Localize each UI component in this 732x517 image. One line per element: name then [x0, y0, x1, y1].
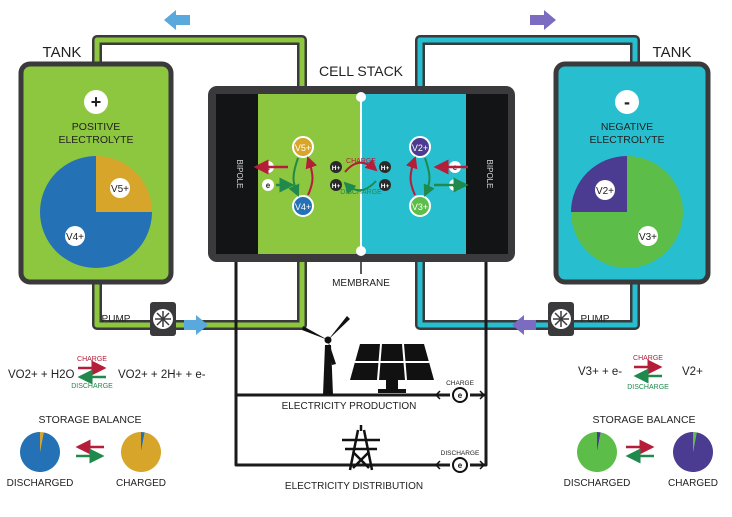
- reaction-right-rhs: V2+: [682, 366, 703, 378]
- positive-sign: +: [91, 92, 102, 112]
- cell-charge-label: CHARGE: [346, 158, 376, 165]
- pie-slice-v2: [673, 432, 714, 473]
- h-ion-right-bottom: H+: [381, 183, 390, 190]
- reaction-left: VO2+ + H2O CHARGE DISCHARGE VO2+ + 2H+ +…: [8, 356, 206, 390]
- negative-sign: -: [624, 92, 630, 112]
- h-ion-top: H+: [332, 165, 341, 172]
- positive-pie: [40, 156, 152, 268]
- positive-line1: POSITIVE: [72, 121, 120, 133]
- positive-tank: + POSITIVE ELECTROLYTE V5+ V4+: [18, 61, 174, 285]
- electric-wires: [234, 262, 488, 467]
- wind-turbine-icon: [302, 316, 350, 395]
- pump-left-label: PUMP: [102, 314, 131, 325]
- cell-discharge-label: DISCHARGE: [340, 189, 382, 196]
- v2-ion: [409, 136, 431, 158]
- pump-right-arrow-icon: [512, 315, 536, 335]
- pie-v3-label: V3+: [639, 232, 657, 243]
- v5-ion-label: V5+: [295, 143, 311, 153]
- storage-balance-right-title: STORAGE BALANCE: [592, 414, 695, 426]
- minus-icon: [615, 90, 639, 114]
- reaction-left-rhs: VO2+ + 2H+ + e-: [118, 369, 206, 381]
- bipole-left-label: BIPOLE: [235, 160, 244, 189]
- switch-charge-e: e: [458, 391, 463, 400]
- v5-ion: [292, 136, 314, 158]
- storage-balance-left-title: STORAGE BALANCE: [38, 414, 141, 426]
- balance-left-discharged-pie: [20, 432, 61, 472]
- pie-v4-label: V4+: [66, 232, 84, 243]
- balance-left-discharged-label: DISCHARGED: [7, 478, 74, 489]
- switch-charge-label: CHARGE: [446, 380, 474, 387]
- pump-left: PUMP: [102, 302, 176, 336]
- reaction-left-discharge: DISCHARGE: [71, 383, 113, 390]
- storage-balance-right: STORAGE BALANCE DISCHARGED CHARGED: [564, 414, 718, 489]
- balance-right-discharged-pie: [577, 432, 618, 472]
- reaction-right-charge: CHARGE: [633, 355, 663, 362]
- plus-icon: [84, 90, 108, 114]
- membrane-label: MEMBRANE: [332, 278, 390, 289]
- pump-right: PUMP: [548, 302, 610, 336]
- negative-tank: - NEGATIVE ELECTROLYTE V2+ V3+: [553, 61, 711, 285]
- negative-pie: [571, 156, 683, 268]
- flow-arrow-left-icon: [164, 10, 190, 30]
- solar-panel-icon: [350, 343, 434, 393]
- tank-right-label: TANK: [653, 44, 692, 61]
- storage-balance-left: STORAGE BALANCE DISCHARGED CHARGED: [7, 414, 166, 489]
- pie-slice-v5: [40, 432, 44, 452]
- bipole-right-label: BIPOLE: [485, 160, 494, 189]
- flow-arrow-right-icon: [530, 10, 556, 30]
- balance-right-discharged-label: DISCHARGED: [564, 478, 631, 489]
- pie-slice-v3: [693, 432, 697, 452]
- reaction-left-lhs: VO2+ + H2O: [8, 369, 75, 381]
- pie-v2-label: V2+: [596, 186, 614, 197]
- negative-line2: ELECTROLYTE: [589, 134, 664, 146]
- reaction-right-lhs: V3+ + e-: [578, 366, 622, 378]
- electricity-distribution-label: ELECTRICITY DISTRIBUTION: [285, 481, 423, 492]
- h-ion-bottom: H+: [332, 183, 341, 190]
- charge-switch: CHARGE e: [434, 380, 486, 403]
- electron-left-bottom: e: [266, 181, 271, 190]
- v4-ion: [292, 195, 314, 217]
- reaction-right-discharge: DISCHARGE: [627, 384, 669, 391]
- pie-slice-v3: [577, 432, 618, 472]
- balance-left-charged-label: CHARGED: [116, 478, 166, 489]
- pump-left-icon: [155, 311, 171, 327]
- pump-left-arrow-icon: [184, 315, 208, 335]
- pie-v5-label: V5+: [111, 184, 129, 195]
- balance-left-charged-pie: [121, 432, 162, 472]
- pump-right-icon: [553, 311, 569, 327]
- switch-discharge-label: DISCHARGE: [441, 450, 480, 457]
- h-ion-right-top: H+: [381, 165, 390, 172]
- negative-line1: NEGATIVE: [601, 121, 653, 133]
- balance-right-charged-pie: [673, 432, 714, 473]
- v3-ion-label: V3+: [412, 202, 428, 212]
- v3-ion: [409, 195, 431, 217]
- v4-ion-label: V4+: [295, 202, 311, 212]
- pie-slice-v4: [141, 432, 145, 452]
- pump-right-label: PUMP: [581, 314, 610, 325]
- tank-left-label: TANK: [43, 44, 82, 61]
- electricity-production-label: ELECTRICITY PRODUCTION: [282, 401, 417, 412]
- v2-ion-label: V2+: [412, 143, 428, 153]
- pie-slice-v5: [121, 432, 162, 472]
- switch-discharge-e: e: [458, 461, 463, 470]
- reaction-right: V3+ + e- CHARGE DISCHARGE V2+: [578, 355, 703, 391]
- cell-stack-title: CELL STACK: [319, 63, 404, 79]
- reaction-left-charge: CHARGE: [77, 356, 107, 363]
- cell-stack: BIPOLE BIPOLE V5+ V4+ e e H+ H+ H+ H+ CH…: [208, 86, 515, 262]
- power-tower-icon: [342, 425, 380, 471]
- positive-line2: ELECTROLYTE: [58, 134, 133, 146]
- balance-right-charged-label: CHARGED: [668, 478, 718, 489]
- pie-slice-v4: [20, 432, 61, 472]
- discharge-switch: DISCHARGE e: [434, 450, 486, 473]
- pie-slice-v2: [597, 432, 601, 452]
